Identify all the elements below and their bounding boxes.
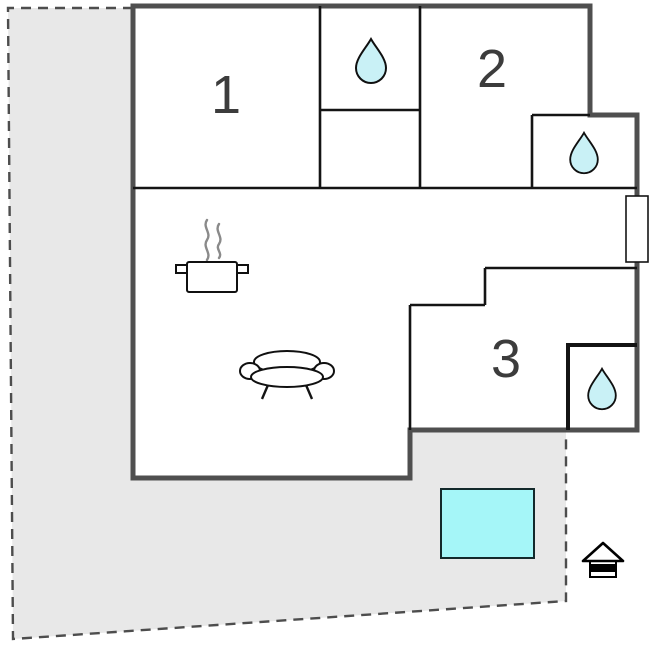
interior-walls (133, 6, 637, 430)
plot-area (8, 8, 566, 639)
house-icon (581, 541, 625, 578)
room-1-label: 1 (211, 65, 241, 125)
sofa-icon (239, 350, 335, 400)
house-band (589, 564, 617, 572)
pot-body (186, 261, 238, 293)
cooking-pot-icon (175, 218, 249, 293)
sofa-leg-left (260, 384, 270, 400)
pool (440, 488, 535, 559)
steam-line (204, 218, 210, 262)
steam-line (216, 222, 222, 260)
sofa-seat (250, 366, 324, 388)
house-roof (581, 541, 625, 563)
window (625, 195, 649, 263)
room-3-label: 3 (491, 329, 521, 389)
room-2-label: 2 (477, 39, 507, 99)
plot-boundary (6, 6, 568, 641)
building-footprint (130, 3, 640, 481)
sofa-leg-right (304, 384, 314, 400)
